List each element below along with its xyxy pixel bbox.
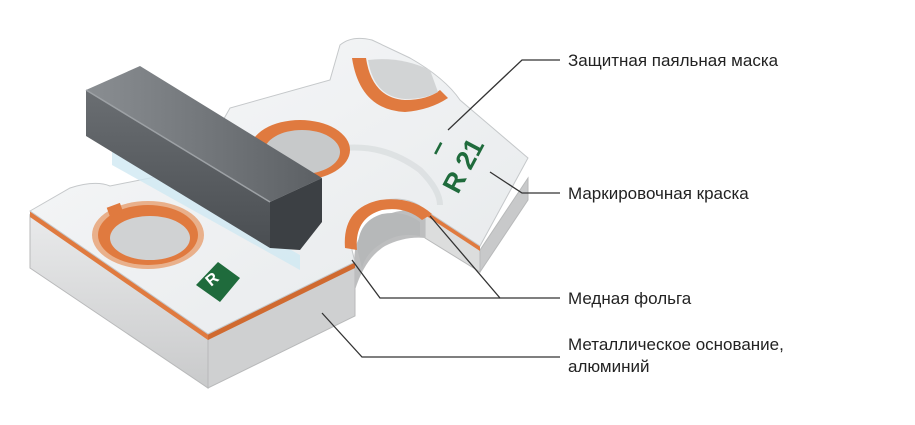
leader-copper-2: [351, 259, 500, 299]
mask-ridge: [329, 144, 443, 206]
label-copper-foil: Медная фольга: [568, 289, 692, 308]
top-notch: [352, 58, 448, 112]
base-right-face-right: [479, 176, 529, 274]
component-top: [86, 66, 322, 202]
copper-edge-left-front: [30, 211, 208, 340]
leader-lines: [321, 59, 560, 358]
resistor-component: [85, 66, 322, 270]
left-hole-opening: [110, 216, 190, 260]
label-marking-ink: Маркировочная краска: [568, 184, 749, 203]
copper-edge-left-right: [208, 262, 355, 340]
top-notch-hole: [368, 59, 438, 99]
label-solder-mask: Защитная паяльная маска: [568, 51, 779, 70]
leader-metal-base: [321, 312, 560, 358]
copper-foil-layer: [30, 210, 480, 340]
copper-edge-right-front: [425, 210, 480, 251]
label-metal-base-line1: Металлическое основание,: [568, 335, 784, 354]
bottom-notch-copper: [344, 199, 432, 250]
component-end: [270, 178, 322, 250]
badge-shape: [196, 262, 240, 302]
label-metal-base-line2: алюминий: [568, 357, 650, 376]
bottom-notch: [344, 199, 432, 268]
leader-solder-mask: [447, 59, 560, 131]
top-notch-copper: [352, 58, 448, 112]
bottom-notch-hole: [357, 213, 420, 268]
left-hole: [92, 201, 204, 269]
component-front: [86, 90, 270, 248]
leader-marking-ink: [489, 171, 560, 194]
left-hole-tab: [106, 202, 124, 218]
polarity-badge: R: [196, 262, 240, 302]
